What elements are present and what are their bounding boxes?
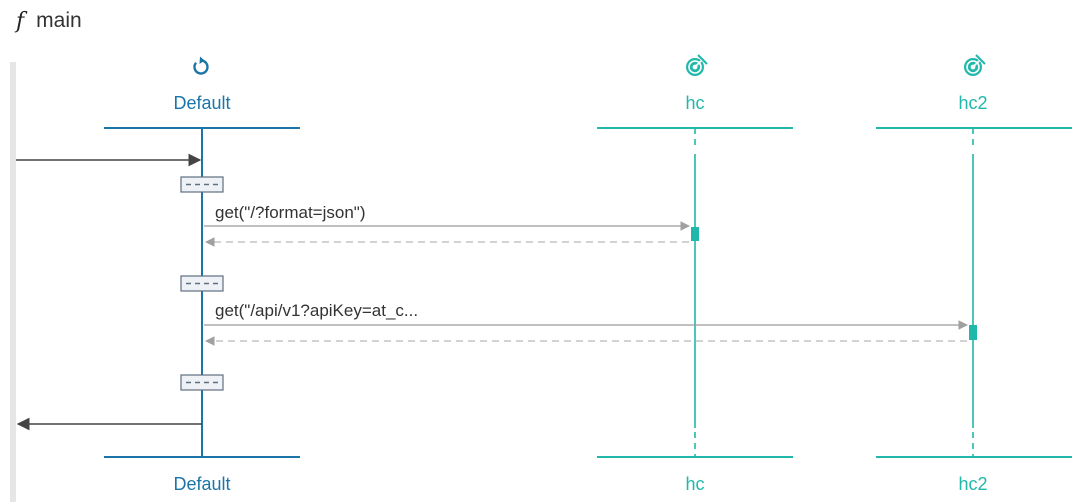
target-icon <box>964 54 986 76</box>
message-label: get("/api/v1?apiKey=at_c... <box>215 301 418 320</box>
participant-label-default: Default <box>173 474 230 494</box>
fragment-marker[interactable] <box>180 275 224 292</box>
participant-label-hc2: hc2 <box>958 93 987 113</box>
participant-label-hc2: hc2 <box>958 474 987 494</box>
fragment-marker[interactable] <box>180 374 224 391</box>
participant-default-bottom[interactable]: Default <box>104 456 300 494</box>
message-label: get("/?format=json") <box>215 203 366 222</box>
participant-hc-top[interactable]: hc <box>597 54 793 129</box>
participant-label-default: Default <box>173 93 230 113</box>
activation-bar <box>969 325 977 340</box>
activation-bar <box>691 227 699 241</box>
participant-label-hc: hc <box>685 93 704 113</box>
restart-icon <box>193 56 209 75</box>
diagram-title: main <box>36 9 82 32</box>
sidebar-strip <box>10 62 16 502</box>
participant-hc2-bottom[interactable]: hc2 <box>876 456 1072 494</box>
target-icon <box>686 54 708 76</box>
participant-label-hc: hc <box>685 474 704 494</box>
fragment-marker[interactable] <box>180 176 224 193</box>
participant-hc2-top[interactable]: hc2 <box>876 54 1072 129</box>
diagram-header: f main <box>16 6 82 36</box>
participant-default-top[interactable]: Default <box>104 56 300 129</box>
participant-hc-bottom[interactable]: hc <box>597 456 793 494</box>
function-icon: f <box>16 8 25 34</box>
